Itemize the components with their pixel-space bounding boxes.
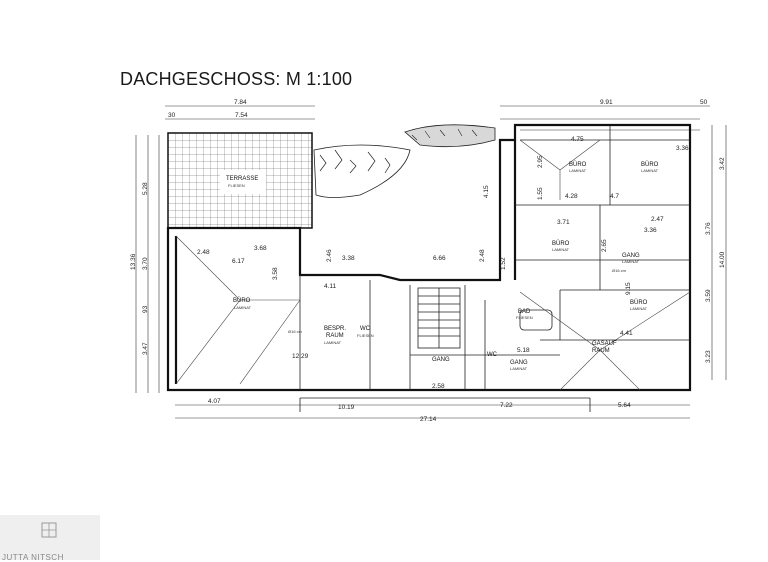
- dim-3-70: 3.70: [142, 257, 149, 270]
- room-label-bespr: BESPR.: [324, 326, 346, 332]
- room-label-wc1: WC: [360, 326, 371, 332]
- room-label-gasauf: GASAUF: [592, 341, 617, 347]
- watermark-box: [0, 515, 100, 560]
- room-label-gang3: GANG: [622, 253, 640, 259]
- dim-2-65: 2.65: [601, 239, 608, 252]
- dim-3-71: 3.71: [557, 219, 570, 226]
- dim-5-18: 5.18: [517, 347, 530, 354]
- dim-3-76: 3.76: [705, 222, 712, 235]
- dim-3-42: 3.42: [719, 157, 726, 170]
- room-sub-buero-tr2: LAMINAT: [641, 168, 659, 173]
- dim-7-22: 7.22: [500, 402, 513, 409]
- room-label-buero-left: BÜRO: [233, 297, 251, 304]
- dim-9-15: 9.15: [625, 282, 632, 295]
- room-labels: BÜRO LAMINAT BESPR. RAUM LAMINAT WC FLIE…: [233, 161, 659, 371]
- dim-4-07: 4.07: [208, 398, 221, 405]
- dim-4-7: 4.7: [610, 193, 619, 200]
- room-label-terrasse: TERRASSE: [226, 176, 258, 182]
- dim-3-59: 3.59: [705, 289, 712, 302]
- room-sub-bespr: LAMINAT: [324, 340, 342, 345]
- dim-10-19: 10.19: [338, 404, 355, 411]
- room-sub-gang2: LAMINAT: [510, 366, 528, 371]
- dim-6-66: 6.66: [433, 255, 446, 262]
- dim-5-28: 5.28: [142, 182, 149, 195]
- room-label-gasauf-raum: RAUM: [592, 348, 610, 354]
- dim-4-28: 4.28: [565, 193, 578, 200]
- dim-2-58: 2.58: [432, 383, 445, 390]
- dim-3-36b: 3.36: [644, 227, 657, 234]
- dim-7-54: 7.54: [235, 112, 248, 119]
- building-walls: [166, 123, 692, 392]
- dim-dia-16b: Ø16 cm: [612, 268, 627, 273]
- left-dimensions: 5.28 13.36 3.70 93 3.47: [130, 135, 160, 393]
- dim-1-52: 1.52: [500, 257, 507, 270]
- dim-14-00: 14.00: [719, 251, 726, 268]
- dim-1-55: 1.55: [537, 187, 544, 200]
- inner-dimensions: 3.36 4.75 4.15 2.95 1.55 4.28 4.7 3.71 2…: [197, 136, 689, 390]
- dim-4-11: 4.11: [324, 283, 337, 290]
- room-sub-buero-tr1: LAMINAT: [569, 168, 587, 173]
- room-sub-wc1: FLIESEN: [357, 333, 374, 338]
- dim-5-64: 5.64: [618, 402, 631, 409]
- watermark-text: JUTTA NITSCH: [2, 553, 64, 562]
- dim-3-36a: 3.36: [676, 145, 689, 152]
- room-sub-buero-left: LAMINAT: [234, 305, 252, 310]
- room-label-gang1: GANG: [432, 357, 450, 363]
- room-label-buero-mid: BÜRO: [552, 240, 570, 247]
- watermark-logo-icon: [41, 522, 57, 538]
- dim-27-14: 27.14: [420, 416, 437, 423]
- dim-13-36: 13.36: [130, 253, 137, 270]
- room-label-wc2: WC: [487, 352, 498, 358]
- dim-93: 93: [142, 305, 149, 313]
- dim-2-48: 2.48: [197, 249, 210, 256]
- dim-9-91: 9.91: [600, 99, 613, 106]
- room-label-buero-tr2: BÜRO: [641, 161, 659, 168]
- greenery: [313, 124, 496, 198]
- room-sub-gang3: LAMINAT: [622, 259, 640, 264]
- room-label-gang2: GANG: [510, 360, 528, 366]
- page-title: DACHGESCHOSS: M 1:100: [120, 69, 353, 89]
- dim-2-47: 2.47: [651, 216, 664, 223]
- room-label-buero-tr1: BÜRO: [569, 161, 587, 168]
- dim-2-95: 2.95: [537, 155, 544, 168]
- dim-4-15: 4.15: [483, 185, 490, 198]
- dim-30: 30: [168, 112, 176, 119]
- dim-2-48b: 2.48: [479, 249, 486, 262]
- dim-3-23: 3.23: [705, 350, 712, 363]
- dim-2-46: 2.46: [326, 249, 333, 262]
- right-dimensions: 3.42 3.76 14.00 3.59 3.23: [705, 125, 727, 380]
- room-label-buero-right: BÜRO: [630, 299, 648, 306]
- room-sub-buero-right: LAMINAT: [630, 306, 648, 311]
- dim-50: 50: [700, 99, 708, 106]
- dim-4-41: 4.41: [620, 330, 633, 337]
- dim-3-47: 3.47: [142, 342, 149, 355]
- dim-6-17: 6.17: [232, 258, 245, 265]
- bottom-dimensions: 4.07 10.19 7.22 5.64 27.14: [175, 397, 690, 423]
- room-sub-bad: FLIESEN: [516, 315, 533, 320]
- dim-12-29: 12.29: [292, 353, 309, 360]
- room-sub-buero-mid: LAMINAT: [552, 247, 570, 252]
- dim-dia-16a: Ø16 cm: [288, 329, 303, 334]
- room-label-raum: RAUM: [326, 333, 344, 339]
- dim-4-75: 4.75: [571, 136, 584, 143]
- dim-3-68: 3.68: [254, 245, 267, 252]
- dim-7-84: 7.84: [234, 99, 247, 106]
- dim-3-38: 3.38: [342, 255, 355, 262]
- room-label-bad: BAD: [518, 309, 531, 315]
- room-sub-terrasse: FLIESEN: [228, 183, 245, 188]
- dim-3-58: 3.58: [272, 267, 279, 280]
